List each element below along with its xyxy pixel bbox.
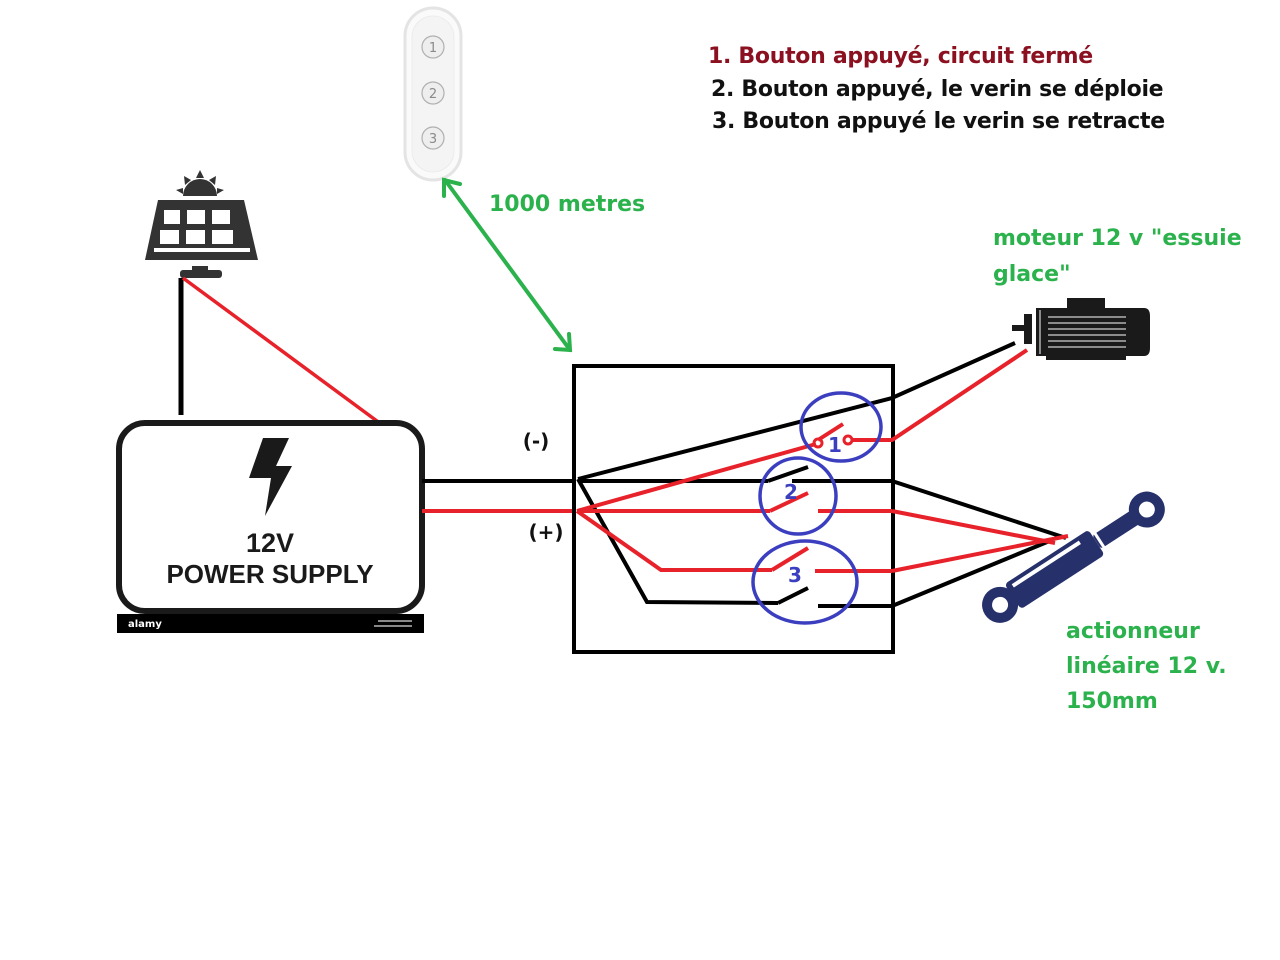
remote-control: 1 2 3	[403, 6, 463, 182]
motor-label-line2: glace"	[993, 262, 1071, 287]
remote-button-3[interactable]: 3	[421, 126, 445, 150]
watermark-text: alamy	[128, 619, 162, 630]
switch-2: 2	[758, 456, 838, 536]
internal-negative-wires	[576, 341, 1067, 608]
actuator-label-line1: actionneur	[1066, 619, 1200, 644]
legend-item-3: 3. Bouton appuyé le verin se retracte	[712, 109, 1165, 134]
switch-3: 3	[751, 539, 859, 625]
actuator-label-line2: linéaire 12 v.	[1066, 654, 1227, 679]
power-supply-label: POWER SUPPLY	[166, 559, 373, 589]
distance-label: 1000 metres	[489, 192, 646, 217]
solar-panel-icon	[145, 170, 258, 278]
remote-button-3-label: 3	[429, 132, 437, 147]
remote-button-2[interactable]: 2	[421, 81, 445, 105]
control-box	[572, 364, 895, 654]
power-supply-voltage: 12V	[246, 528, 294, 558]
linear-actuator-icon	[982, 491, 1165, 623]
switch-2-label: 2	[784, 480, 798, 504]
remote-button-2-label: 2	[429, 87, 437, 102]
distance-arrow	[442, 177, 573, 353]
legend-item-1: 1. Bouton appuyé, circuit fermé	[708, 44, 1093, 69]
negative-label: (-)	[523, 429, 550, 453]
switch-3-label: 3	[788, 563, 802, 587]
remote-button-1[interactable]: 1	[421, 35, 445, 59]
motor-icon	[1012, 298, 1150, 360]
switch-1-label: 1	[828, 433, 842, 457]
power-supply: 12V POWER SUPPLY alamy	[116, 420, 425, 633]
legend-item-2: 2. Bouton appuyé, le verin se déploie	[711, 77, 1164, 102]
switch-1: 1	[799, 391, 883, 463]
remote-button-1-label: 1	[429, 41, 437, 56]
motor-label-line1: moteur 12 v "essuie	[993, 226, 1242, 251]
solar-positive-wire	[181, 276, 383, 426]
actuator-label-line3: 150mm	[1066, 689, 1158, 714]
lightning-bolt-icon	[249, 438, 292, 516]
positive-label: (+)	[528, 520, 563, 544]
